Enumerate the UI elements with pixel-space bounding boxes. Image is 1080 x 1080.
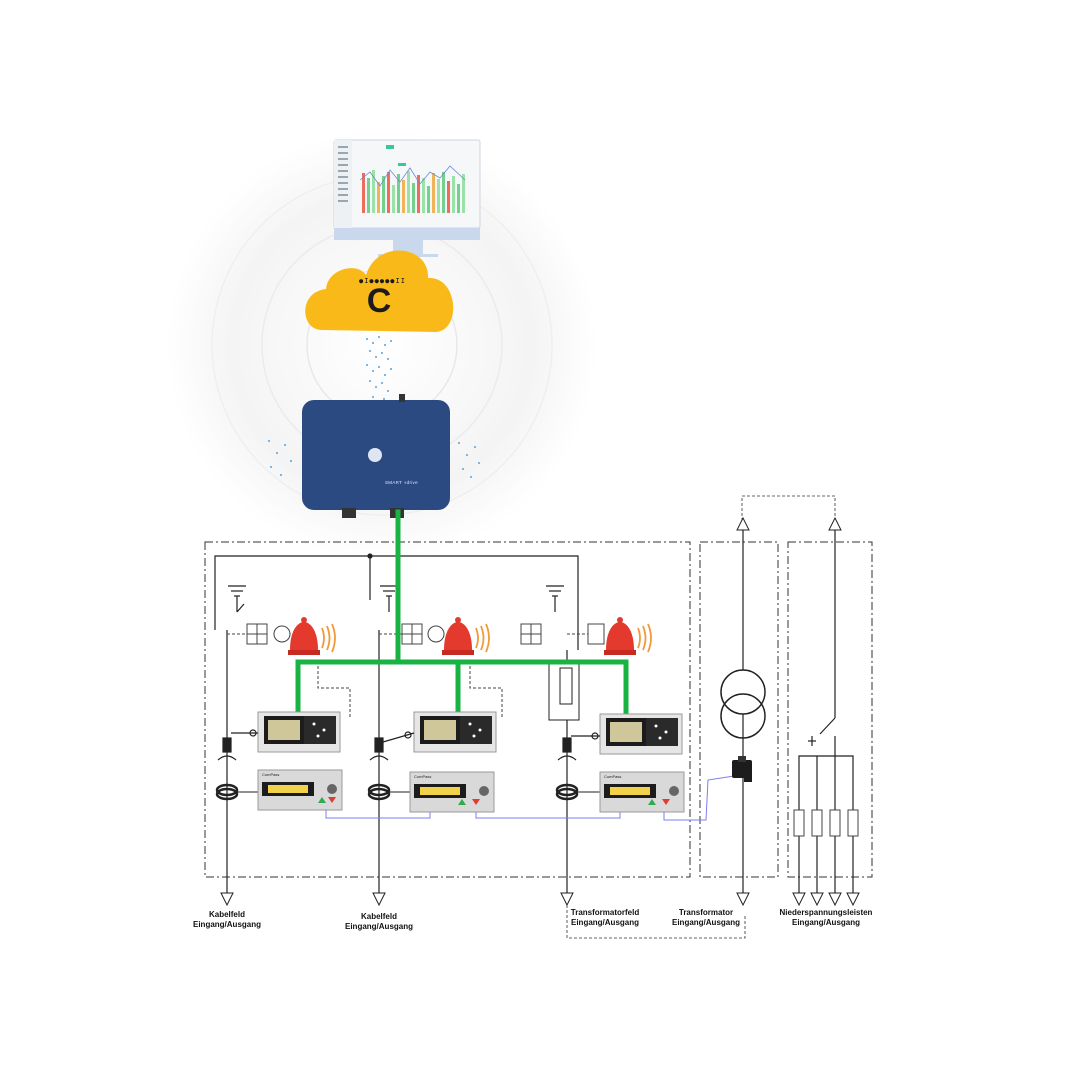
label-line: Eingang/Ausgang (792, 918, 860, 927)
meter-device (257, 769, 343, 811)
label-line: Transformatorfeld (570, 908, 640, 917)
label-kabelfeld-2: Kabelfeld Eingang/Ausgang (329, 912, 429, 932)
alarm-bell-icon (604, 617, 652, 655)
switch-links (227, 633, 588, 718)
cloud-logo-dots: ●I●●●●●II (359, 277, 406, 285)
alarm-bell-icon (442, 617, 490, 655)
fuse (548, 659, 580, 721)
lv-switch (798, 717, 854, 893)
fault-indicator-device (257, 711, 341, 753)
label-line: Kabelfeld (360, 912, 397, 921)
cloud-logo-letter: C (366, 282, 392, 320)
cabinet-frames (204, 541, 873, 878)
communication-bus (295, 509, 629, 721)
power-transformer (720, 669, 766, 739)
current-transformer (215, 783, 600, 801)
transformer-sensor (732, 756, 752, 782)
sensor-symbols (217, 729, 600, 761)
indicator-boxes (246, 623, 605, 645)
gateway-brand-label: SMART ◖drive (385, 480, 418, 485)
fault-indicator-device (599, 713, 683, 755)
label-line: Kabelfeld (208, 910, 245, 919)
meter-brand-label: ComPass (262, 772, 280, 777)
label-line: Eingang/Ausgang (571, 918, 639, 927)
meter-device (409, 771, 495, 813)
label-line: Niederspannungsleisten (779, 908, 873, 917)
meter-device (599, 771, 685, 813)
lv-fuses (793, 809, 859, 837)
label-line: Eingang/Ausgang (193, 920, 261, 929)
label-transformatorfeld: Transformatorfeld Eingang/Ausgang (553, 908, 657, 928)
data-stream (268, 336, 480, 478)
gateway-device (302, 394, 450, 518)
signal-cable (325, 775, 735, 821)
label-niederspannungsleisten: Niederspannungsleisten Eingang/Ausgang (766, 908, 886, 928)
label-line: Eingang/Ausgang (672, 918, 740, 927)
fault-indicator-device (413, 711, 497, 753)
feeder-arrows (220, 516, 842, 907)
earthing-switches (228, 585, 564, 613)
label-frame (566, 495, 836, 939)
label-line: Transformator (678, 908, 734, 917)
dashboard-mini-chart (359, 165, 466, 213)
label-line: Eingang/Ausgang (345, 922, 413, 931)
alarm-bell-icon (288, 617, 336, 655)
lv-arrows (792, 892, 860, 907)
cloud-icon (305, 250, 454, 332)
meter-brand-label: ComPass (414, 774, 432, 779)
monitor (333, 139, 481, 257)
label-kabelfeld-1: Kabelfeld Eingang/Ausgang (177, 910, 277, 930)
meter-brand-label: ComPass (604, 774, 622, 779)
label-transformator: Transformator Eingang/Ausgang (656, 908, 756, 928)
